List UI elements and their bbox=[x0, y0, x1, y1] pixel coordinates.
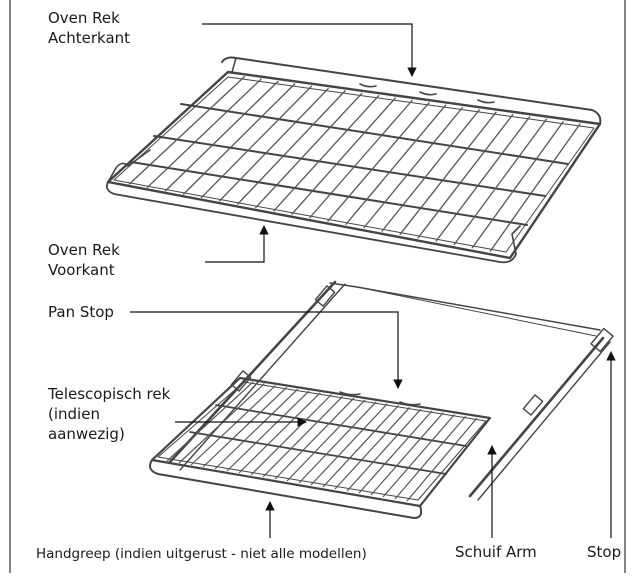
rack-wire bbox=[453, 118, 548, 246]
rack-wire bbox=[363, 106, 464, 229]
rack-wire bbox=[310, 403, 388, 486]
label-oven-rack-front-line2: Voorkant bbox=[48, 261, 115, 279]
rack-wire bbox=[489, 123, 581, 252]
rack-wire bbox=[286, 399, 366, 482]
rack-wire bbox=[345, 104, 447, 226]
label-telescopic-rack-line1: Telescopisch rek bbox=[48, 385, 171, 403]
rack-wire bbox=[327, 101, 430, 222]
rack-wire bbox=[164, 80, 279, 192]
back-leader-arrow bbox=[202, 23, 417, 77]
label-oven-rack-back-line1: Oven Rek bbox=[48, 9, 120, 27]
rack-wire bbox=[182, 83, 296, 195]
rack-wire bbox=[190, 385, 276, 466]
rack-wire bbox=[382, 414, 455, 498]
label-slide-arm-text: Schuif Arm bbox=[455, 543, 537, 561]
rack-wire bbox=[399, 111, 497, 236]
rack-wire bbox=[272, 94, 380, 212]
rack-wire bbox=[394, 416, 467, 500]
rack-wire bbox=[370, 412, 444, 496]
label-stop-text: Stop bbox=[587, 543, 622, 561]
telescopic-rack-wires bbox=[166, 381, 478, 502]
label-pan-stop: Pan Stop bbox=[48, 302, 114, 322]
rack-wire bbox=[226, 390, 310, 472]
rack-wire bbox=[471, 120, 565, 249]
rack-wire bbox=[178, 383, 265, 464]
label-pan-stop-text: Pan Stop bbox=[48, 303, 114, 321]
oven-rack-wires bbox=[128, 75, 581, 252]
rack-wire bbox=[322, 405, 399, 488]
label-handle-text: Handgreep (indien uitgerust - niet alle … bbox=[36, 546, 367, 562]
label-handle: Handgreep (indien uitgerust - niet alle … bbox=[36, 544, 367, 564]
label-slide-arm: Schuif Arm bbox=[455, 542, 537, 562]
oven-rack-illustration bbox=[105, 56, 602, 264]
rack-wire bbox=[200, 85, 313, 199]
label-telescopic-rack: Telescopisch rek (indien aanwezig) bbox=[48, 384, 170, 444]
rack-wire bbox=[214, 388, 299, 470]
rack-wire bbox=[262, 395, 344, 478]
label-telescopic-rack-line2: (indien bbox=[48, 405, 100, 423]
rack-wire bbox=[218, 87, 330, 202]
label-oven-rack-front: Oven Rek Voorkant bbox=[48, 240, 120, 280]
label-oven-rack-back: Oven Rek Achterkant bbox=[48, 8, 130, 48]
rack-wire bbox=[128, 75, 246, 185]
rack-wire bbox=[298, 401, 377, 484]
rack-wire bbox=[435, 116, 531, 242]
label-oven-rack-back-line2: Achterkant bbox=[48, 29, 131, 47]
rack-wire bbox=[250, 394, 332, 476]
rack-wire bbox=[346, 408, 422, 492]
rack-wire bbox=[309, 99, 413, 219]
label-oven-rack-front-line1: Oven Rek bbox=[48, 241, 120, 259]
rack-wire bbox=[236, 90, 346, 205]
rack-wire bbox=[238, 392, 321, 474]
label-telescopic-rack-line3: aanwezig) bbox=[48, 425, 125, 443]
label-stop: Stop bbox=[587, 542, 621, 562]
rack-wire bbox=[381, 109, 481, 232]
rack-wire bbox=[274, 397, 355, 480]
rack-wire bbox=[406, 417, 478, 502]
rack-wire bbox=[291, 97, 397, 216]
rack-wire bbox=[202, 386, 288, 468]
rack-wire bbox=[146, 78, 262, 189]
front-leader-arrow bbox=[205, 225, 269, 263]
rack-wire bbox=[254, 92, 363, 209]
rack-wire bbox=[358, 410, 433, 494]
rack-wire bbox=[417, 113, 514, 239]
rack-wire bbox=[334, 406, 411, 490]
pan-stop-leader-arrow bbox=[130, 311, 403, 389]
